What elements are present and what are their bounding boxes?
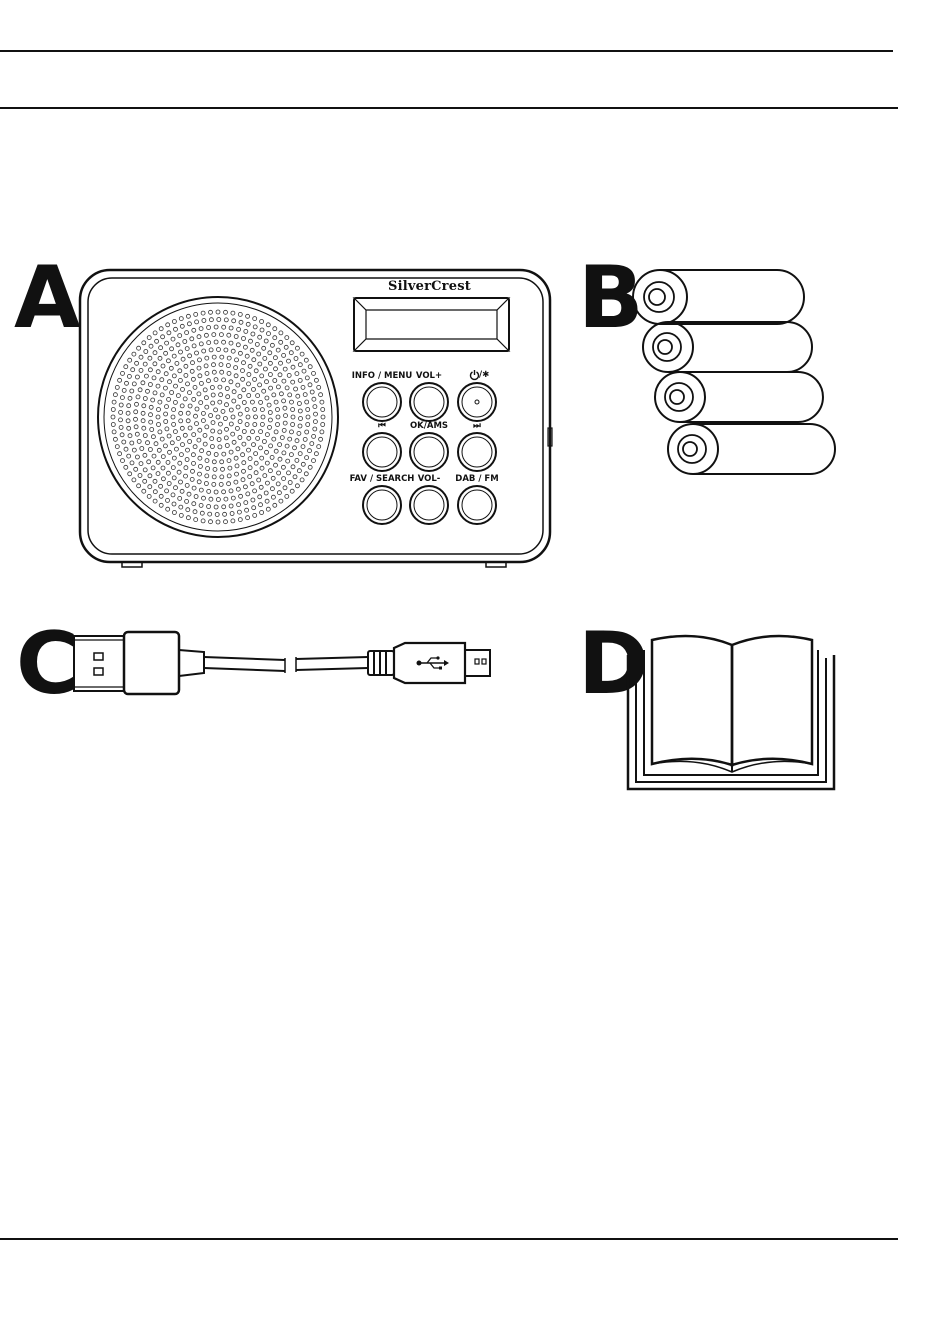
display-window [354,298,509,351]
vol-minus-button[interactable] [410,486,448,524]
radio-illustration: SilverCrest INFO / MENU VOL+ [80,270,552,567]
battery [633,270,804,324]
brand-logo: SilverCrest [388,279,471,294]
book-icon [628,636,834,789]
vol-plus-label: VOL+ [416,371,442,381]
ok-ams-button[interactable] [410,433,448,471]
fav-search-button[interactable] [363,486,401,524]
prev-label: ⏮ [378,421,386,431]
usb-cable-illustration [74,632,490,694]
label-c: C [16,614,79,714]
ok-ams-label: OK/AMS [410,421,448,431]
next-label: ⏭ [473,421,482,431]
batteries-illustration [633,270,835,474]
info-menu-label: INFO / MENU [352,371,413,381]
label-a: A [14,248,81,348]
svg-text:/✱: /✱ [479,370,489,380]
battery [643,322,812,372]
dab-fm-button[interactable] [458,486,496,524]
power-icon: /✱ [471,370,490,380]
power-button[interactable] [458,383,496,421]
info-menu-button[interactable] [363,383,401,421]
dab-fm-label: DAB / FM [455,474,498,484]
fav-search-label: FAV / SEARCH [350,474,415,484]
speaker-grille [98,297,338,537]
vol-minus-label: VOL- [418,474,441,484]
next-button[interactable] [458,433,496,471]
battery [655,372,823,422]
label-d: D [578,614,649,714]
prev-button[interactable] [363,433,401,471]
vol-plus-button[interactable] [410,383,448,421]
usb-icon [417,656,450,669]
battery [668,424,835,474]
